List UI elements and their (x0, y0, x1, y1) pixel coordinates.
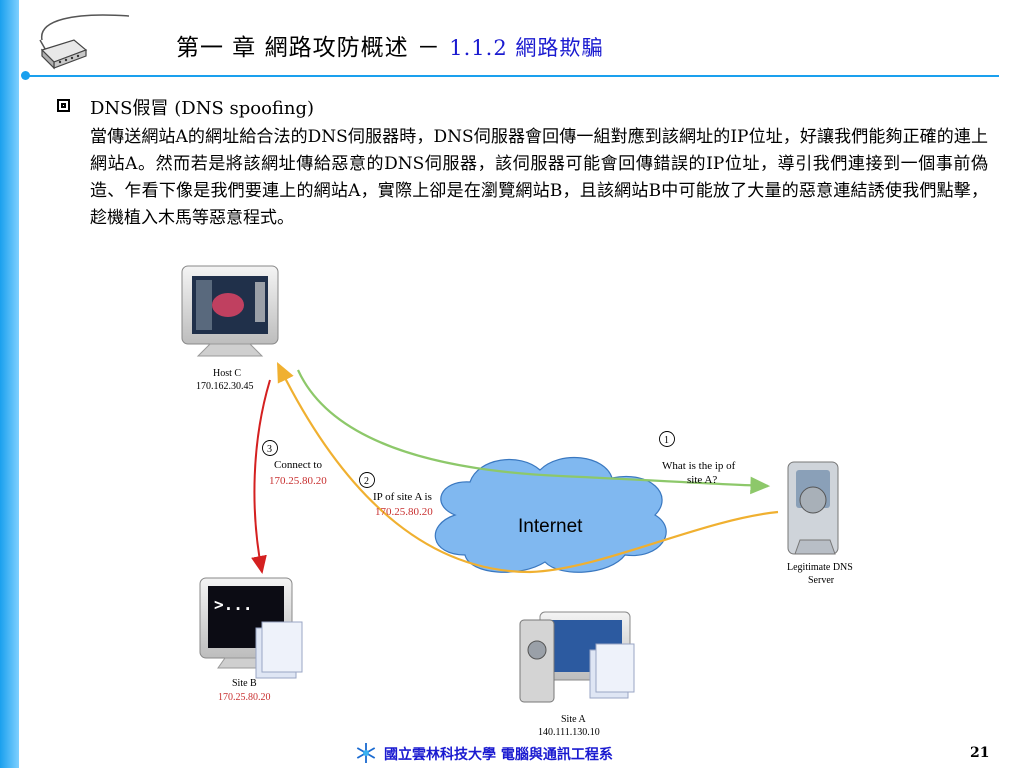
step1-query-arrow (297, 369, 771, 495)
network-device-logo-icon (39, 14, 130, 70)
page-number: 21 (970, 745, 990, 761)
host-c-name: Host C (213, 368, 241, 379)
page-title: 第一 章 網路攻防概述 － 1.1.2 網路欺騙 (176, 28, 603, 62)
title-main: 第一 章 網路攻防概述 － (176, 35, 441, 61)
body-paragraph: 當傳送網站A的網址給合法的DNS伺服器時，DNS伺服器會回傳一組對應到該網址的I… (90, 127, 988, 228)
step1-line1: What is the ip of (662, 460, 736, 472)
site-a-server-icon (519, 611, 635, 703)
step1-line2: site A? (687, 474, 717, 486)
step3-connect-arrow (251, 379, 271, 574)
bullet-square-icon (57, 99, 70, 112)
bullet-heading: DNS假冒 (DNS spoofing) (90, 98, 315, 119)
svg-text:>...: >... (214, 595, 253, 614)
step1-number: 1 (664, 435, 669, 446)
host-c-ip: 170.162.30.45 (196, 381, 254, 392)
dns-label-line2: Server (808, 575, 835, 586)
step2-number: 2 (364, 476, 369, 487)
step3-number: 3 (267, 444, 272, 455)
site-a-ip: 140.111.130.10 (538, 727, 600, 738)
step2-line1: IP of site A is (373, 491, 432, 503)
step3-line1: Connect to (274, 459, 322, 471)
step1-circle (659, 431, 675, 447)
internet-cloud-icon (434, 456, 667, 573)
header-rule-dot (21, 71, 30, 80)
site-b-monitor-icon: >... (199, 577, 303, 679)
dns-label-line1: Legitimate DNS (787, 562, 853, 573)
internet-label: Internet (518, 516, 583, 537)
step2-line2: 170.25.80.20 (375, 506, 433, 518)
school-snowflake-logo-icon (356, 743, 376, 763)
step2-circle (359, 472, 375, 488)
step3-line2: 170.25.80.20 (269, 475, 327, 487)
step3-circle (262, 440, 278, 456)
site-b-name: Site B (232, 678, 257, 689)
header-divider (27, 75, 999, 77)
dns-server-icon (787, 461, 839, 555)
left-accent-stripe (0, 0, 19, 768)
step2-response-arrow (277, 362, 779, 574)
site-b-ip: 170.25.80.20 (218, 692, 271, 703)
title-subsection: 1.1.2 網路欺騙 (449, 36, 604, 60)
footer-school-name: 國立雲林科技大學 電腦與通訊工程系 (384, 747, 613, 763)
host-c-monitor-icon (181, 265, 279, 357)
site-a-name: Site A (561, 714, 587, 725)
